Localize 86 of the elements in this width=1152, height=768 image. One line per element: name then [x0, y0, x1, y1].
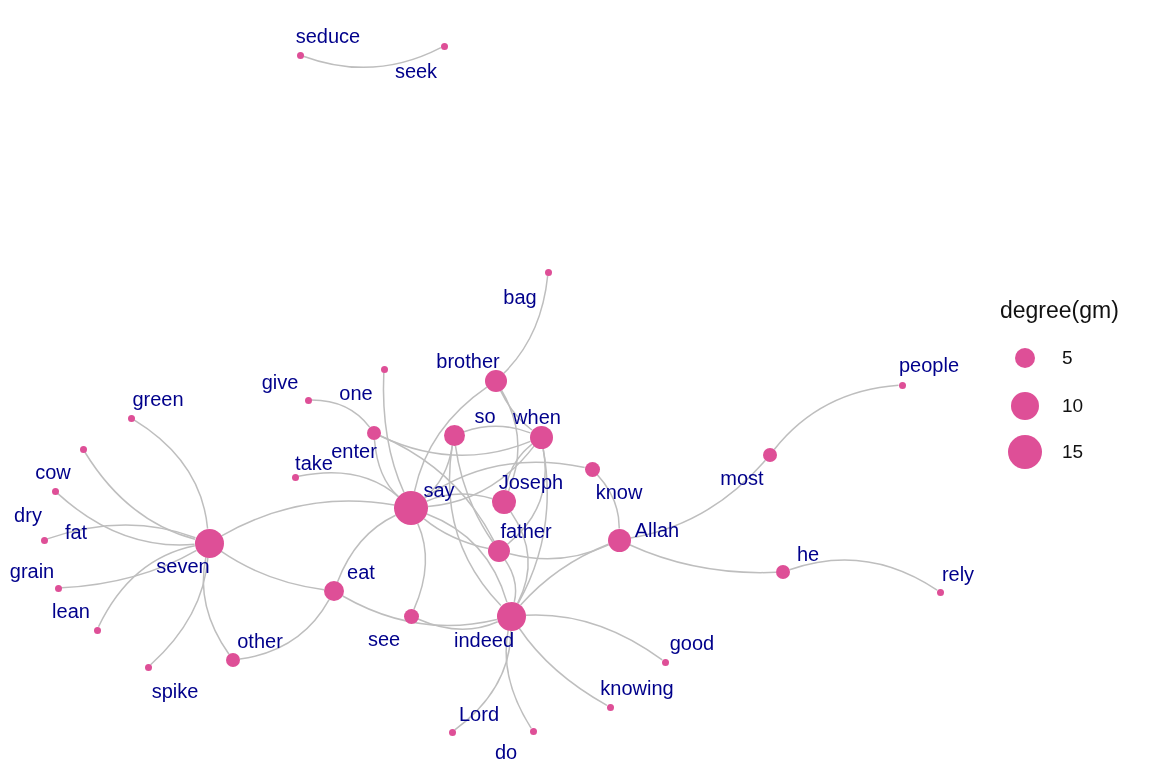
edge-line	[504, 559, 517, 603]
edge-line	[454, 629, 512, 731]
edge-line	[149, 556, 209, 666]
edge-line	[297, 472, 400, 498]
node-label: grain	[9, 559, 55, 583]
edge-line	[448, 444, 502, 607]
edge-line	[417, 618, 499, 630]
edge-line	[454, 444, 494, 543]
edge-line	[508, 544, 610, 560]
edge-line	[504, 443, 533, 491]
edge-line	[133, 419, 209, 530]
node-label: give	[261, 370, 299, 394]
edge-line	[336, 514, 397, 583]
legend-title: degree(gm)	[1000, 296, 1119, 324]
edge-line	[56, 492, 196, 546]
node-label: dry	[14, 503, 42, 527]
edge-line	[463, 425, 532, 434]
edge-line	[413, 522, 427, 610]
node-label: green	[132, 387, 184, 411]
edge-line	[503, 274, 549, 375]
node-label: so	[474, 404, 496, 428]
edge-line	[220, 550, 325, 591]
node-label: cow	[35, 460, 71, 484]
edge-line	[499, 390, 533, 431]
node-label: knowing	[600, 676, 674, 700]
edge-line	[524, 614, 663, 661]
edge-line	[413, 386, 488, 493]
edge-line	[425, 493, 494, 502]
node-label: seven	[156, 554, 210, 578]
node-label: eat	[347, 560, 375, 584]
edge-line	[202, 556, 230, 656]
node-label: seduce	[295, 24, 361, 48]
edge-line	[505, 629, 532, 729]
edge-line	[84, 451, 196, 541]
node-label: father	[500, 519, 552, 543]
edge-line	[60, 549, 198, 589]
edge-line	[629, 459, 767, 539]
node-label: fat	[64, 520, 88, 544]
node-label: say	[423, 478, 455, 502]
node-label: bag	[503, 285, 537, 309]
node-label: he	[796, 542, 820, 566]
edge-line	[500, 389, 519, 492]
edge-line	[382, 371, 405, 494]
node-label: brother	[436, 349, 500, 373]
edge-line	[220, 500, 396, 537]
edge-line	[519, 543, 610, 606]
edge-line	[379, 435, 495, 542]
node-label: do	[494, 740, 518, 764]
node-label: one	[339, 381, 373, 405]
legend-label: 15	[1062, 441, 1084, 463]
node-label: when	[513, 405, 561, 429]
edge-line	[46, 524, 197, 540]
node-label: take	[295, 452, 333, 475]
edge-line	[97, 545, 196, 628]
edge-line	[302, 46, 442, 69]
edge-line	[788, 559, 938, 591]
edge-line	[628, 544, 777, 574]
node-label: people	[898, 353, 960, 377]
node-label: seek	[394, 59, 438, 83]
legend-label: 10	[1062, 395, 1084, 417]
edge-line	[773, 384, 900, 451]
node-label: most	[720, 466, 764, 490]
node-label: indeed	[453, 628, 515, 652]
edge-line	[596, 473, 620, 530]
node-label: other	[237, 629, 283, 653]
edge-line	[239, 598, 330, 660]
node-label: enter	[331, 439, 377, 462]
edge-line	[310, 399, 371, 429]
edge-line	[510, 511, 529, 604]
node-label: know	[595, 480, 643, 504]
edge-line	[341, 595, 498, 627]
edge-line	[518, 627, 608, 707]
legend-label: 5	[1062, 347, 1073, 369]
node-label: Joseph	[498, 470, 564, 494]
node-label: lean	[52, 599, 90, 623]
node-label: Allah	[634, 518, 680, 542]
edge-line	[427, 445, 535, 508]
edge-line	[426, 513, 508, 603]
edge-line	[517, 447, 548, 605]
node-label: Lord	[459, 702, 499, 726]
node-label: see	[367, 627, 401, 651]
node-label: rely	[941, 562, 975, 586]
node-label: spike	[151, 679, 199, 703]
edge-line	[423, 518, 490, 550]
edge-line	[424, 461, 586, 499]
node-label: good	[669, 631, 715, 655]
